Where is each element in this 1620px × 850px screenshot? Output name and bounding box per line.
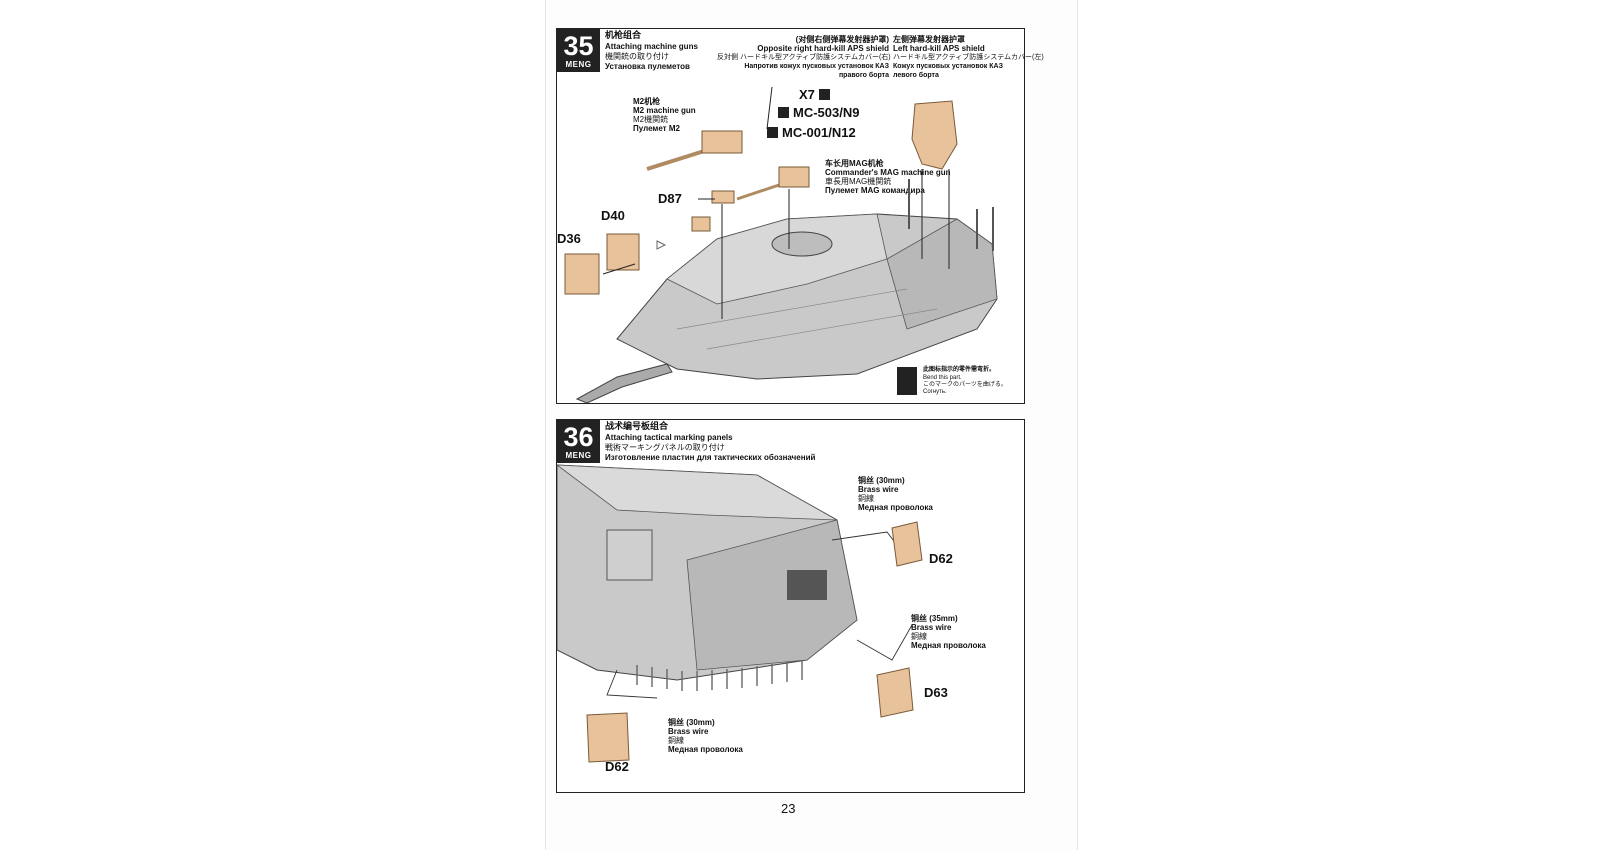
label-jp: 銅線 xyxy=(858,494,874,503)
step-title-cn: 机枪组合 xyxy=(605,30,642,40)
label-cn: 车长用MAG机枪 xyxy=(825,159,884,168)
brass-part-icon xyxy=(778,107,789,118)
bend-icon xyxy=(897,367,917,395)
part-d62: D62 xyxy=(605,759,629,774)
step-title-en: Attaching machine guns xyxy=(605,42,698,51)
label-jp: ハードキル型アクティブ防護システムカバー(左) xyxy=(893,54,1044,61)
page-number: 23 xyxy=(781,801,796,816)
label-ru: Медная проволока xyxy=(668,745,743,754)
part-d36: D36 xyxy=(557,231,581,246)
label-en: Opposite right hard-kill APS shield xyxy=(757,44,889,53)
step-title-ru: Изготовление пластин для тактических обо… xyxy=(605,453,816,462)
label-cn: 铜丝 (30mm) xyxy=(858,476,905,485)
step-title-en: Attaching tactical marking panels xyxy=(605,433,733,442)
step-title-ru: Установка пулеметов xyxy=(605,62,690,71)
step-35-panel: 35 MENG 机枪组合 Attaching machine guns 機関銃の… xyxy=(556,28,1044,404)
label-en: M2 machine gun xyxy=(633,106,696,115)
bend-note: 此图标指示的零件需弯折。 Bend this part. このマークのパーツを曲… xyxy=(897,367,1022,401)
label-en: Brass wire xyxy=(668,727,709,736)
label-en: Left hard-kill APS shield xyxy=(893,44,985,53)
instruction-page: 35 MENG 机枪组合 Attaching machine guns 機関銃の… xyxy=(546,0,1077,850)
note-cn: 此图标指示的零件需弯折。 xyxy=(923,367,996,373)
label-cn: 左侧弹幕发射器护罩 xyxy=(893,35,965,44)
label-cn: 铜丝 (35mm) xyxy=(911,614,958,623)
label-jp: M2機関銃 xyxy=(633,115,669,124)
note-ru: Согнуть. xyxy=(923,389,947,395)
label-cn: 铜丝 (30mm) xyxy=(668,718,715,727)
part-mc503: MC-503/N9 xyxy=(793,105,860,120)
label-ru: Напротив кожух пусковых установок КАЗ xyxy=(744,63,889,70)
note-jp: このマークのパーツを曲げる。 xyxy=(923,382,1007,388)
label-ru: Пулемет M2 xyxy=(633,124,680,133)
label-cn: M2机枪 xyxy=(633,97,661,106)
hull-rear-illustration xyxy=(557,464,923,763)
label-en: Brass wire xyxy=(911,623,952,632)
mag-gun-label: 车长用MAG机枪 Commander's MAG machine gun 車長用… xyxy=(825,159,950,195)
step-35-badge: 35 MENG xyxy=(557,29,600,72)
brass-wire-label-3: 铜丝 (30mm) Brass wire 銅線 Медная проволока xyxy=(668,718,743,754)
brass-wire-label-1: 铜丝 (30mm) Brass wire 銅線 Медная проволока xyxy=(858,476,933,512)
bend-icon xyxy=(819,89,830,100)
label-jp: 車長用MAG機関銃 xyxy=(825,177,892,186)
note-en: Bend this part. xyxy=(923,375,962,381)
step-number: 35 xyxy=(563,31,594,61)
label-en: Brass wire xyxy=(858,485,899,494)
step-number: 36 xyxy=(563,422,594,452)
m2-gun-label: M2机枪 M2 machine gun M2機関銃 Пулемет M2 xyxy=(633,97,696,133)
label-ru: Пулемет MAG командира xyxy=(825,186,925,195)
brand-logo: MENG xyxy=(565,60,592,69)
label-ru: Медная проволока xyxy=(858,503,933,512)
part-d40: D40 xyxy=(601,208,625,223)
label-ru: левого борта xyxy=(893,72,939,79)
label-jp: 銅線 xyxy=(668,736,684,745)
part-x7: X7 xyxy=(799,87,815,102)
step-title-jp: 機関銃の取り付け xyxy=(605,52,669,61)
label-ru: правого борта xyxy=(838,72,889,79)
label-ru: Медная проволока xyxy=(911,641,986,650)
part-d63: D63 xyxy=(924,685,948,700)
brand-logo: MENG xyxy=(565,451,592,460)
right-shield-label: (对侧右侧弹幕发射器护罩) Opposite right hard-kill A… xyxy=(717,35,891,80)
part-mc001: MC-001/N12 xyxy=(782,125,856,140)
label-ru: Кожух пусковых установок КАЗ xyxy=(893,63,1003,70)
label-jp: 反対側 ハードキル型アクティブ防護システムカバー(右) xyxy=(717,54,891,61)
label-cn: (对侧右侧弹幕发射器护罩) xyxy=(795,35,889,44)
step-36-panel: 36 MENG 战术编号板组合 Attaching tactical marki… xyxy=(556,419,1025,793)
pe-part-icon xyxy=(767,127,778,138)
label-en: Commander's MAG machine gun xyxy=(825,168,951,177)
part-d62: D62 xyxy=(929,551,953,566)
label-jp: 銅線 xyxy=(911,632,927,641)
step-title-cn: 战术编号板组合 xyxy=(605,421,669,431)
step-36-badge: 36 MENG xyxy=(557,420,600,463)
brass-wire-label-2: 铜丝 (35mm) Brass wire 銅線 Медная проволока xyxy=(911,614,986,650)
part-d87: D87 xyxy=(658,191,682,206)
left-shield-label: 左侧弹幕发射器护罩 Left hard-kill APS shield ハードキ… xyxy=(893,35,1044,80)
step-title-jp: 戦術マーキングパネルの取り付け xyxy=(605,443,725,452)
turret-illustration xyxy=(564,86,998,403)
